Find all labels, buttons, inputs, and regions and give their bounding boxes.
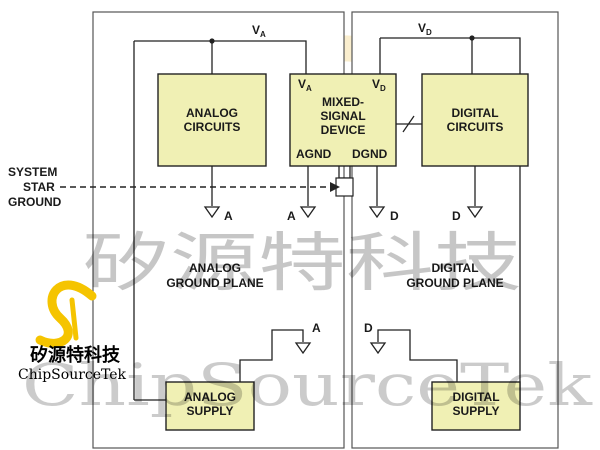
system-star-ground-callout: SYSTEM STAR GROUND — [8, 165, 340, 209]
analog-circuits-line2: CIRCUITS — [184, 120, 241, 134]
digital-ground-plane-line2: GROUND PLANE — [406, 276, 503, 290]
watermark-english-text: ChipSourceTek — [22, 351, 593, 419]
star-ground-line1: SYSTEM — [8, 165, 57, 179]
star-ground-line3: GROUND — [8, 195, 62, 209]
analog-ground-plane-line2: GROUND PLANE — [166, 276, 263, 290]
analog-circuits-block: ANALOG CIRCUITS — [157, 73, 267, 167]
digital-ground-plane-line1: DIGITAL — [431, 261, 478, 275]
watermark-chinese-text: 矽源特科技 — [82, 227, 522, 301]
digital-circuits-line2: CIRCUITS — [447, 120, 504, 134]
vd-rail-label: VD — [418, 21, 432, 37]
device-line1: MIXED- — [322, 95, 364, 109]
digital-supply-ground-label: D — [364, 321, 373, 335]
device-va-pin: VA — [298, 77, 312, 93]
digital-supply-line1: DIGITAL — [452, 390, 499, 404]
power-rails — [133, 35, 521, 401]
analog-supply-block: ANALOG SUPPLY — [165, 381, 255, 431]
star-ground-line2: STAR — [23, 180, 55, 194]
device-line3: DEVICE — [321, 123, 366, 137]
analog-ground-plane-line1: ANALOG — [189, 261, 241, 275]
digital-ground-label: D — [452, 209, 461, 223]
logo-english-text: ChipSourceTek — [18, 367, 127, 383]
analog-ground-label: A — [224, 209, 233, 223]
digital-supply-line2: SUPPLY — [453, 404, 500, 418]
company-logo: 矽源特科技 ChipSourceTek — [18, 280, 127, 383]
device-analog-ground-symbol — [299, 206, 317, 219]
analog-ground-symbol — [203, 206, 221, 219]
analog-supply-ground-symbol — [294, 342, 312, 355]
device-analog-ground-label: A — [287, 209, 296, 223]
analog-circuits-line1: ANALOG — [186, 106, 238, 120]
device-digital-ground-label: D — [390, 209, 399, 223]
logo-chinese-text: 矽源特科技 — [30, 344, 121, 366]
logo-s-mark-icon — [35, 280, 97, 348]
va-rail-label: VA — [252, 23, 266, 39]
analog-supply-line2: SUPPLY — [187, 404, 234, 418]
device-line2: SIGNAL — [320, 109, 365, 123]
supply-return-wiring — [239, 329, 458, 382]
digital-supply-ground-symbol — [369, 342, 387, 355]
digital-circuits-block: DIGITAL CIRCUITS — [421, 73, 529, 167]
digital-supply-block: DIGITAL SUPPLY — [431, 381, 521, 431]
analog-supply-ground-label: A — [312, 321, 321, 335]
mixed-signal-device-block: VA VD MIXED- SIGNAL DEVICE AGND DGND — [289, 73, 397, 167]
analog-supply-line1: ANALOG — [184, 390, 236, 404]
device-vd-pin: VD — [372, 77, 386, 93]
device-digital-ground-symbol — [368, 206, 386, 219]
data-bus — [396, 115, 422, 133]
device-dgnd-pin: DGND — [352, 147, 388, 161]
ground-connections — [203, 166, 484, 219]
digital-ground-symbol — [466, 206, 484, 219]
digital-circuits-line1: DIGITAL — [451, 106, 498, 120]
device-agnd-pin: AGND — [296, 147, 332, 161]
